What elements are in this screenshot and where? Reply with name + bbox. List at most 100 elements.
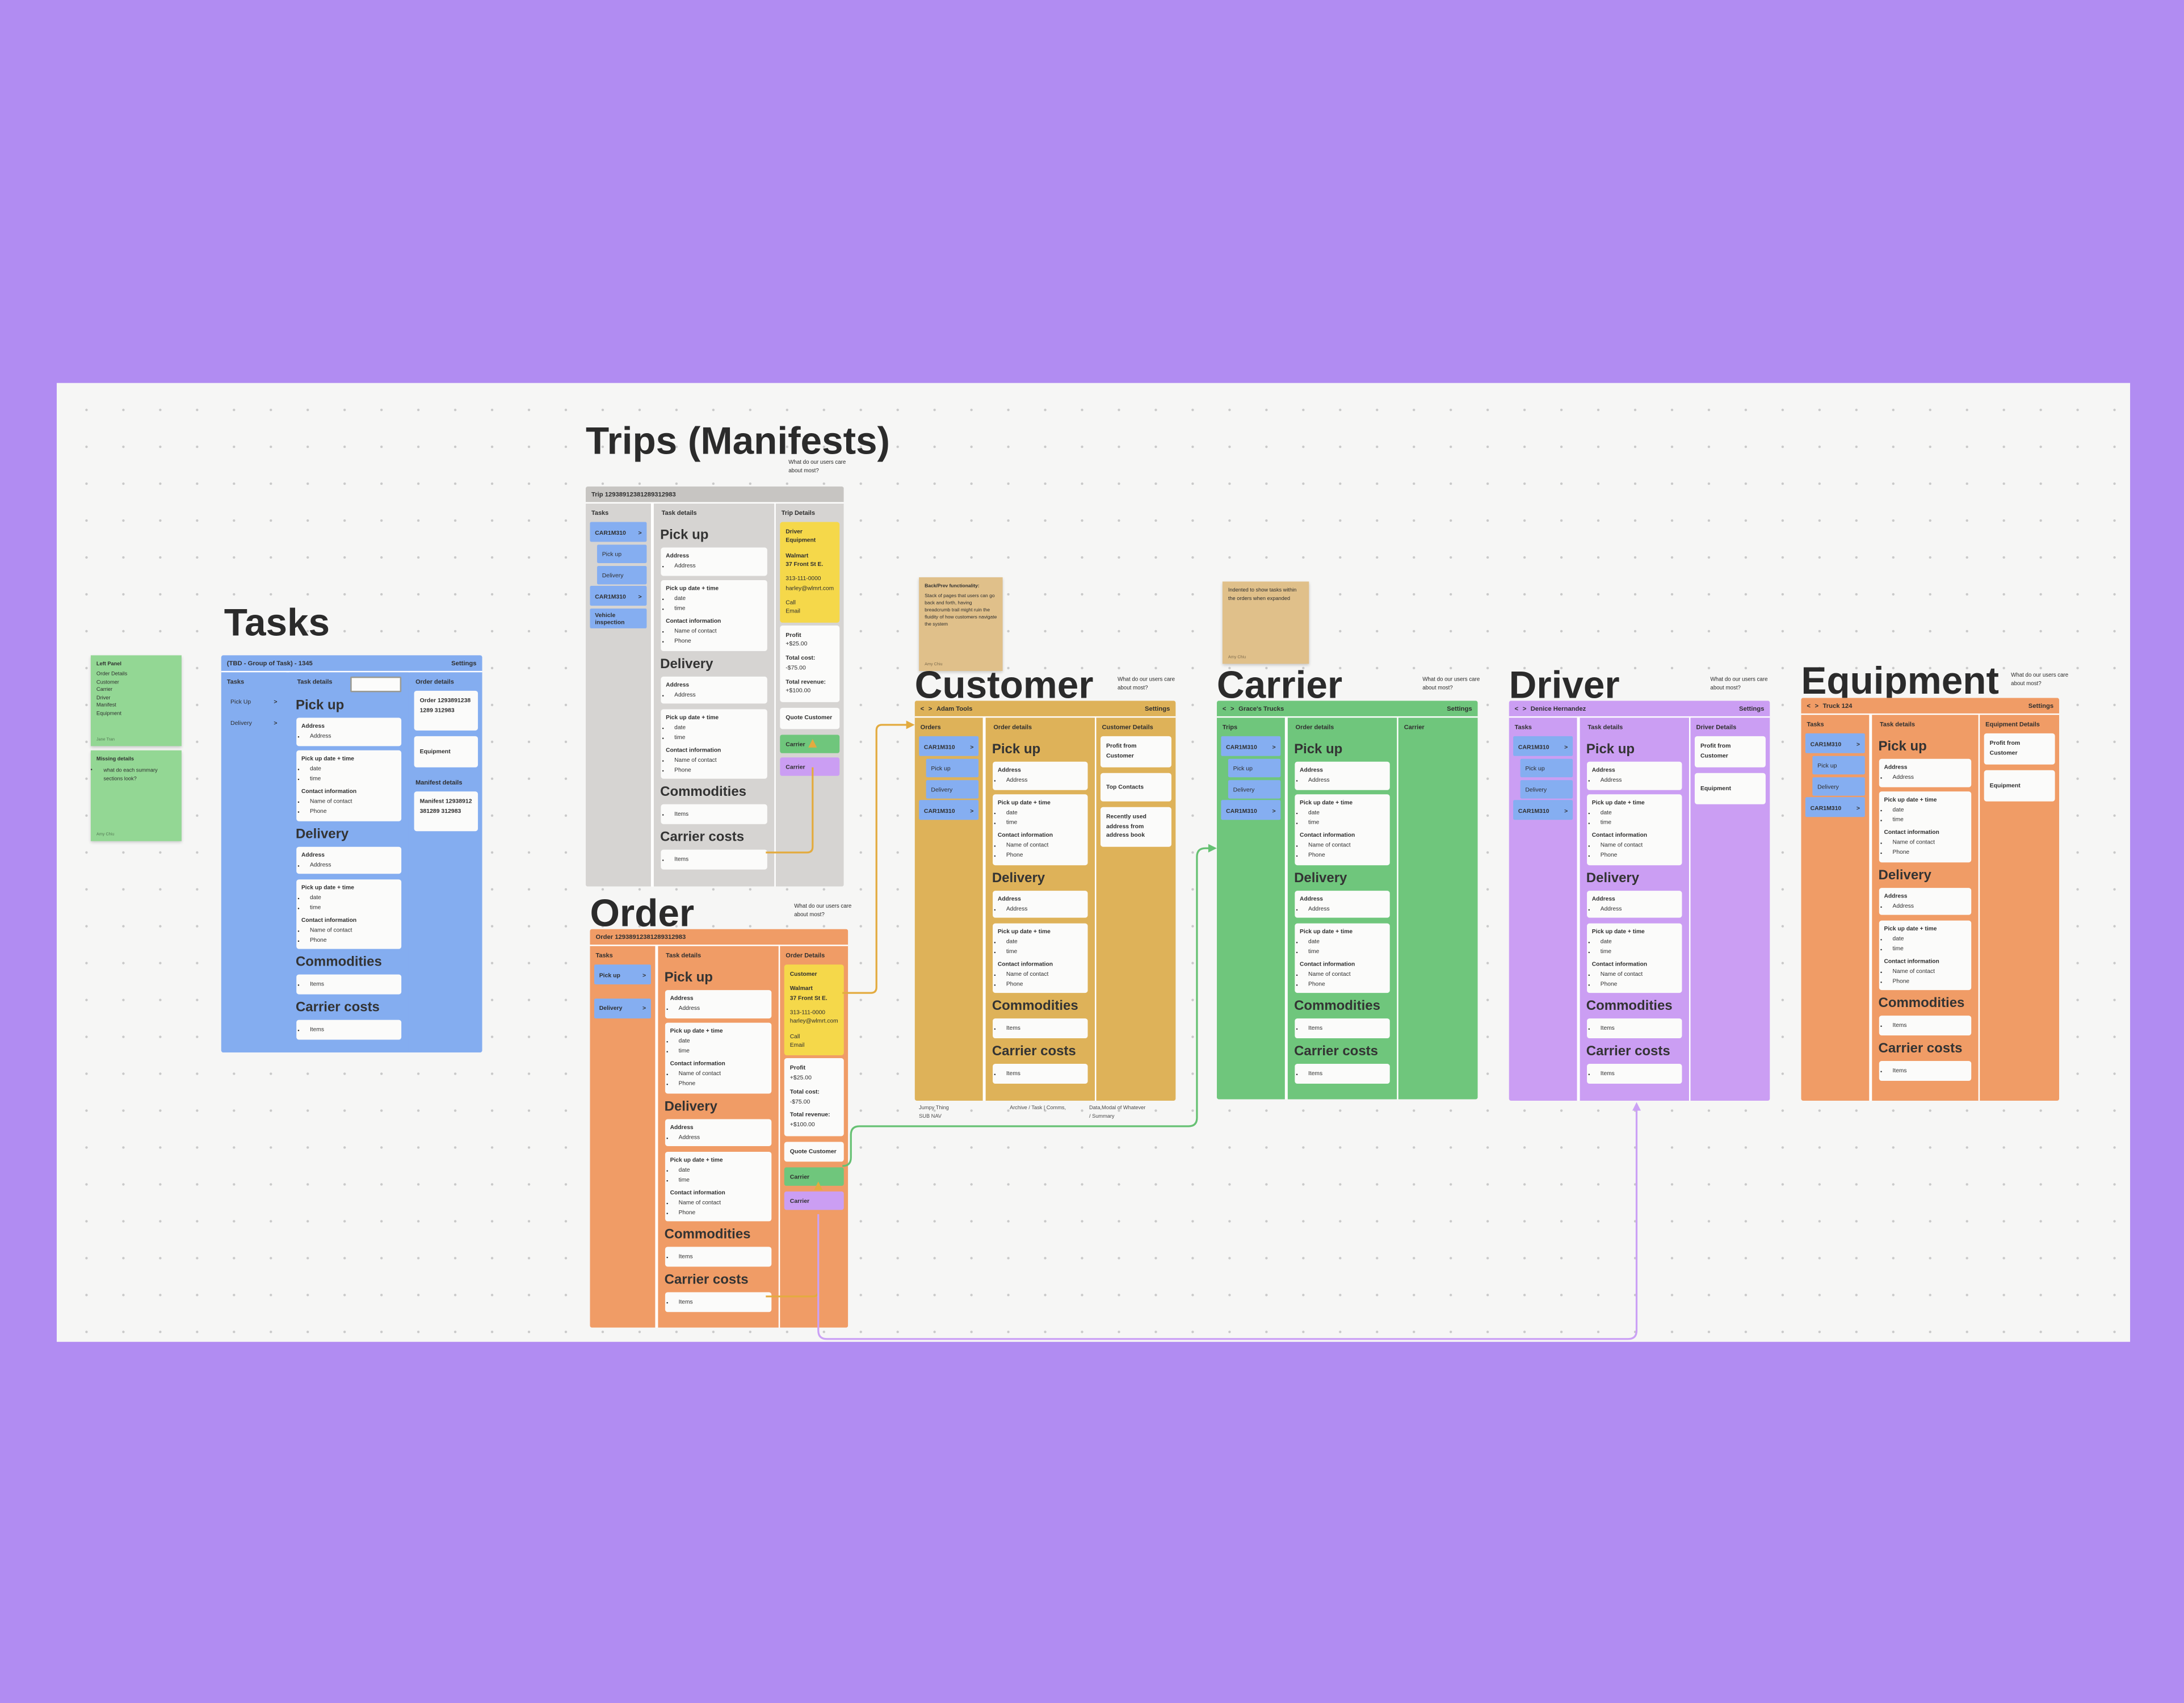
items-bullet: Items (674, 810, 761, 819)
nav-item-pickup[interactable]: Pick up (1228, 758, 1281, 777)
equipment-card[interactable]: Equipment (1694, 773, 1766, 804)
sticky-title: Left Panel (96, 661, 121, 667)
address-bullet: Address (1006, 905, 1081, 913)
nav-item-pickup[interactable]: Pick up > (594, 964, 651, 985)
nav-item-delivery[interactable]: Delivery > (225, 713, 282, 733)
nav-item-group[interactable]: CAR1M310 > (1805, 798, 1865, 818)
nav-item-group[interactable]: CAR1M310 > (1805, 733, 1865, 753)
forward-icon[interactable]: > (928, 704, 934, 712)
forward-icon[interactable]: > (1522, 704, 1528, 712)
email-action[interactable]: Email (786, 607, 800, 615)
annotation-users-care: What do our users care about most? (2011, 670, 2069, 687)
nav-item-label: Pick up (931, 764, 951, 771)
nav-column-label: Tasks (1514, 723, 1532, 731)
sticky-back-prev[interactable]: Back/Prev functionality: Stack of pages … (919, 577, 1003, 671)
nav-item-group[interactable]: CAR1M310 > (919, 800, 979, 821)
address-card: Address Address (664, 990, 771, 1018)
nav-column-label: Tasks (595, 951, 613, 959)
customer-link[interactable]: Customer (789, 970, 817, 978)
order-number-card[interactable]: Order 12938912381289 312983 (414, 690, 478, 731)
equipment-card[interactable]: Equipment (1984, 770, 2055, 802)
nav-item-pickup[interactable]: Pick up (1812, 756, 1865, 774)
driver-link[interactable]: Driver (786, 527, 803, 535)
total-cost-label: Total cost: (786, 654, 816, 661)
chevron-right-icon: > (274, 719, 278, 727)
nav-item-group[interactable]: CAR1M310 > (1513, 736, 1573, 756)
customer-contact-card[interactable]: Customer Walmart 37 Front St E. 313-111-… (784, 964, 844, 1056)
contact-email: harley@wlmrt.com (786, 584, 834, 592)
sticky-missing-details[interactable]: Missing details what do each summary sec… (90, 750, 182, 841)
profit-from-customer-card[interactable]: Profit from Customer (1984, 733, 2055, 765)
manifest-number-card[interactable]: Manifest 12938912381289 312983 (414, 791, 478, 832)
nav-item-group[interactable]: CAR1M310 > (919, 736, 979, 756)
profit-from-customer-card[interactable]: Profit from Customer (1100, 736, 1171, 767)
nav-item-group[interactable]: CAR1M310 > (1513, 800, 1573, 821)
section-heading-pickup: Pick up (664, 970, 713, 986)
nav-item-delivery[interactable]: Delivery (926, 779, 979, 798)
contact-name-bullet: Name of contact (1601, 842, 1675, 850)
nav-item-label: Delivery (1233, 785, 1255, 792)
nav-item-group[interactable]: CAR1M310 > (1221, 736, 1281, 756)
back-icon[interactable]: < (1222, 704, 1228, 712)
email-action[interactable]: Email (789, 1041, 805, 1048)
nav-column-label: Orders (920, 723, 941, 731)
nav-item-delivery[interactable]: Delivery (597, 565, 647, 584)
carrier-costs-items-card: Items (1294, 1063, 1389, 1083)
settings-button[interactable]: Settings (1145, 704, 1170, 712)
nav-item-pickup[interactable]: Pick Up > (225, 691, 282, 711)
forward-icon[interactable]: > (1815, 702, 1820, 710)
carrier-button-green[interactable]: Carrier (780, 734, 840, 753)
settings-button[interactable]: Settings (1447, 704, 1472, 712)
nav-item-label: Delivery (599, 1004, 623, 1012)
address-bullet: Address (1308, 905, 1383, 913)
nav-item-group[interactable]: CAR1M310 > (1221, 800, 1281, 821)
back-icon[interactable]: < (1514, 704, 1520, 712)
trip-details-column: Trip Details Driver Equipment Walmart 37… (775, 504, 844, 887)
schedule-contact-card: Pick up date + time date time Contact in… (1586, 794, 1682, 865)
mid-column-label: Task details (666, 951, 702, 959)
back-icon[interactable]: < (1807, 702, 1812, 710)
nav-item-pickup[interactable]: Pick up (926, 758, 979, 777)
nav-item-delivery[interactable]: Delivery (1228, 779, 1281, 798)
commodities-items-card: Items (1294, 1018, 1389, 1038)
quote-customer-button[interactable]: Quote Customer (784, 1141, 844, 1163)
carrier-button-purple[interactable]: Carrier (780, 758, 840, 777)
driver-equipment-contact-card[interactable]: Driver Equipment Walmart 37 Front St E. … (780, 522, 840, 623)
settings-button[interactable]: Settings (1738, 704, 1765, 712)
settings-button[interactable]: Settings (2028, 702, 2054, 710)
chevron-right-icon: > (274, 697, 278, 704)
nav-item-group[interactable]: CAR1M310 > (590, 586, 647, 606)
nav-item-delivery[interactable]: Delivery (1520, 779, 1573, 798)
profit-from-customer-card[interactable]: Profit from Customer (1694, 736, 1766, 767)
sticky-indented[interactable]: Indented to show tasks within the orders… (1222, 581, 1309, 664)
carrier-button-purple[interactable]: Carrier (784, 1191, 844, 1210)
driver-panel-header: < > Denice Hernandez Settings (1509, 701, 1770, 718)
title-order: Order (590, 892, 695, 935)
nav-item-delivery[interactable]: Delivery > (594, 998, 651, 1018)
equipment-card[interactable]: Equipment (414, 736, 478, 767)
chevron-right-icon: > (1564, 807, 1568, 814)
order-nav-column: Tasks Pick up > Delivery > (590, 946, 656, 1328)
call-action[interactable]: Call (786, 598, 796, 606)
carrier-button-green[interactable]: Carrier (784, 1168, 844, 1187)
sticky-left-panel[interactable]: Left Panel Order Details Customer Carrie… (90, 655, 182, 746)
quote-customer-button[interactable]: Quote Customer (780, 708, 840, 729)
back-icon[interactable]: < (920, 704, 926, 712)
nav-item-vehicle-inspection[interactable]: Vehicle inspection (590, 609, 647, 629)
section-heading-commodities: Commodities (295, 955, 382, 971)
carrier-costs-items-card: Items (295, 1020, 401, 1039)
nav-item-pickup[interactable]: Pick up (597, 544, 647, 563)
recent-address-card[interactable]: Recently used address from address book (1100, 807, 1171, 848)
chevron-right-icon: > (1856, 804, 1860, 811)
items-bullet: Items (1893, 1067, 1965, 1075)
schedule-contact-card: Pick up date + time date time Contact in… (1294, 923, 1389, 993)
equipment-link[interactable]: Equipment (786, 536, 816, 544)
forward-icon[interactable]: > (1230, 704, 1236, 712)
nav-item-delivery[interactable]: Delivery (1812, 777, 1865, 795)
call-action[interactable]: Call (789, 1032, 800, 1039)
top-contacts-card[interactable]: Top Contacts (1100, 773, 1171, 802)
settings-button[interactable]: Settings (451, 659, 477, 667)
task-search-input[interactable] (349, 676, 401, 693)
nav-item-pickup[interactable]: Pick up (1520, 758, 1573, 777)
nav-item-group[interactable]: CAR1M310 > (590, 522, 647, 542)
